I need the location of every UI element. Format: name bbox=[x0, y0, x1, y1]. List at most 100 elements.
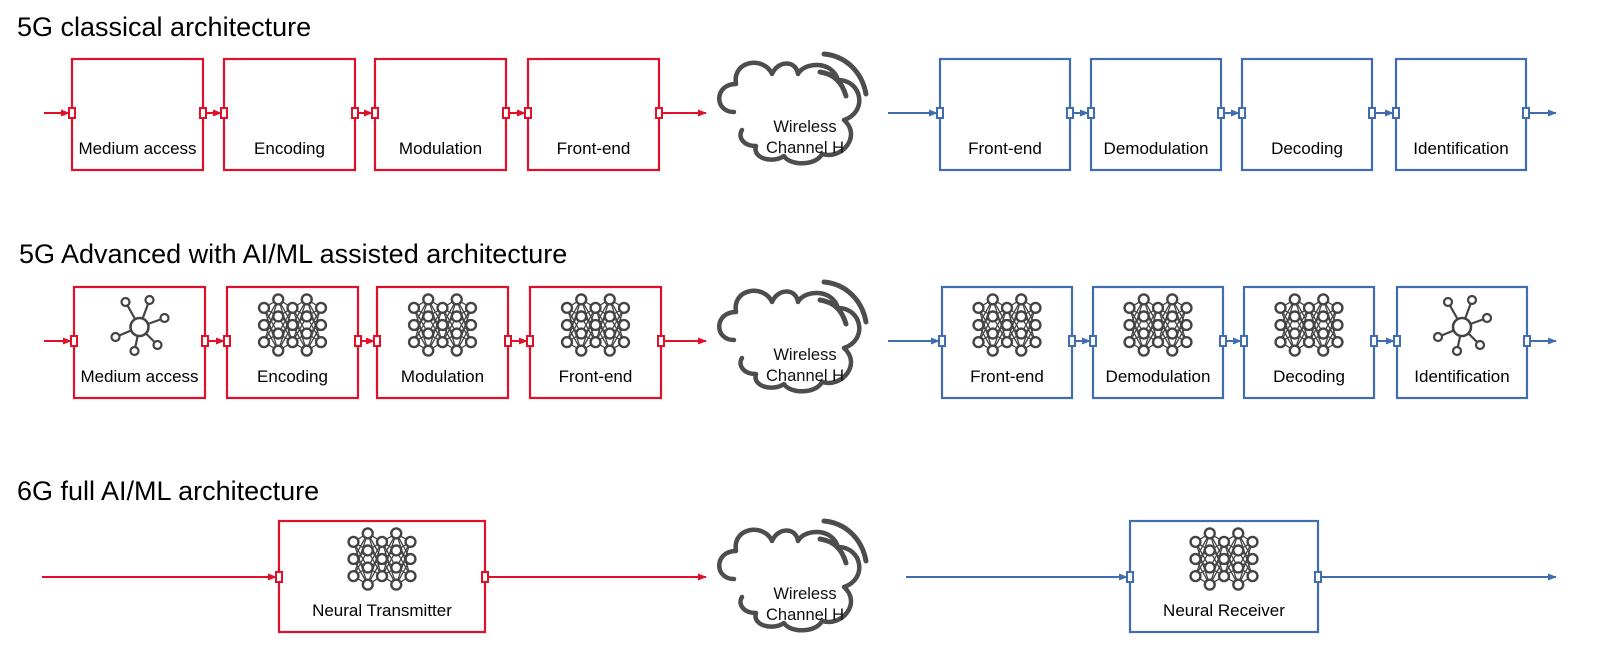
row-title: 5G classical architecture bbox=[17, 12, 311, 42]
output-port bbox=[199, 107, 207, 119]
block-label: Medium access bbox=[80, 367, 198, 386]
cloud-label-line: Channel H bbox=[766, 139, 844, 157]
input-port bbox=[1126, 571, 1134, 583]
wave-outer bbox=[821, 279, 869, 325]
output-port bbox=[504, 335, 512, 347]
input-port bbox=[526, 335, 534, 347]
input-port bbox=[275, 571, 283, 583]
input-port bbox=[1087, 107, 1095, 119]
input-port bbox=[524, 107, 532, 119]
output-port bbox=[1314, 571, 1322, 583]
cloud-outline bbox=[717, 288, 862, 394]
transmitter-block: Modulation bbox=[375, 285, 510, 400]
output-port bbox=[1522, 107, 1530, 119]
output-port bbox=[354, 335, 362, 347]
receiver-block: Neural Receiver bbox=[1128, 519, 1320, 634]
input-port bbox=[1392, 107, 1400, 119]
output-port bbox=[351, 107, 359, 119]
block-frame bbox=[938, 57, 1072, 172]
input-port bbox=[68, 107, 76, 119]
output-port bbox=[1066, 107, 1074, 119]
output-port bbox=[1219, 335, 1227, 347]
transmitter-block: Front-end bbox=[528, 285, 663, 400]
block-frame bbox=[1395, 285, 1529, 400]
receiver-block: Identification bbox=[1394, 57, 1528, 172]
block-label: Front-end bbox=[557, 139, 631, 158]
wave-inner bbox=[817, 297, 849, 327]
transmitter-block: Medium access bbox=[72, 285, 207, 400]
transmitter-block: Front-end bbox=[526, 57, 661, 172]
block-label: Front-end bbox=[968, 139, 1042, 158]
wave-inner bbox=[817, 69, 849, 99]
block-label: Decoding bbox=[1271, 139, 1343, 158]
output-port bbox=[655, 107, 663, 119]
row-title: 6G full AI/ML architecture bbox=[17, 476, 319, 506]
neural-network-icon bbox=[972, 293, 1042, 357]
cloud-label-line: Wireless bbox=[773, 585, 836, 603]
cloud-outline bbox=[717, 60, 862, 166]
transmitter-block: Medium access bbox=[70, 57, 205, 172]
transmitter-block: Neural Transmitter bbox=[277, 519, 487, 634]
block-label: Identification bbox=[1413, 139, 1508, 158]
output-port bbox=[502, 107, 510, 119]
neural-network-icon bbox=[560, 293, 631, 357]
receiver-block: Identification bbox=[1395, 285, 1529, 400]
output-port bbox=[657, 335, 665, 347]
input-port bbox=[371, 107, 379, 119]
block-label: Medium access bbox=[78, 139, 196, 158]
block-label: Modulation bbox=[401, 367, 484, 386]
cloud-outline bbox=[717, 527, 862, 633]
block-label: Identification bbox=[1414, 367, 1509, 386]
block-label: Encoding bbox=[254, 139, 325, 158]
input-port bbox=[938, 335, 946, 347]
input-port bbox=[1240, 335, 1248, 347]
block-label: Encoding bbox=[257, 367, 328, 386]
output-port bbox=[201, 335, 209, 347]
neural-network-icon bbox=[407, 293, 478, 357]
receiver-block: Demodulation bbox=[1089, 57, 1223, 172]
receiver-block: Decoding bbox=[1240, 57, 1374, 172]
input-port bbox=[1238, 107, 1246, 119]
receiver-block: Front-end bbox=[940, 285, 1074, 400]
output-port bbox=[481, 571, 489, 583]
neural-network-icon bbox=[347, 527, 417, 591]
input-port bbox=[1393, 335, 1401, 347]
input-port bbox=[373, 335, 381, 347]
neural-network-icon bbox=[1189, 527, 1259, 591]
block-label: Decoding bbox=[1273, 367, 1345, 386]
input-port bbox=[70, 335, 78, 347]
block-frame bbox=[373, 57, 508, 172]
network-hub-icon bbox=[110, 294, 170, 357]
transmitter-block: Encoding bbox=[222, 57, 357, 172]
output-port bbox=[1217, 107, 1225, 119]
block-frame bbox=[72, 285, 207, 400]
row-title: 5G Advanced with AI/ML assisted architec… bbox=[19, 239, 567, 269]
block-label: Front-end bbox=[559, 367, 633, 386]
receiver-block: Front-end bbox=[938, 57, 1072, 172]
input-port bbox=[220, 107, 228, 119]
block-label: Front-end bbox=[970, 367, 1044, 386]
neural-network-icon bbox=[257, 293, 328, 357]
receiver-block: Decoding bbox=[1242, 285, 1376, 400]
block-label: Demodulation bbox=[1104, 139, 1209, 158]
receiver-block: Demodulation bbox=[1091, 285, 1225, 400]
cloud-label-line: Wireless bbox=[773, 346, 836, 364]
input-port bbox=[223, 335, 231, 347]
transmitter-block: Encoding bbox=[225, 285, 360, 400]
output-port bbox=[1368, 107, 1376, 119]
input-port bbox=[936, 107, 944, 119]
wave-inner bbox=[817, 536, 849, 566]
output-port bbox=[1068, 335, 1076, 347]
block-frame bbox=[1089, 57, 1223, 172]
block-frame bbox=[70, 57, 205, 172]
neural-network-icon bbox=[1274, 293, 1344, 357]
output-port bbox=[1523, 335, 1531, 347]
output-port bbox=[1370, 335, 1378, 347]
cloud-label-line: Wireless bbox=[773, 118, 836, 136]
cloud-label-line: Channel H bbox=[766, 606, 844, 624]
cloud-label-line: Channel H bbox=[766, 367, 844, 385]
transmitter-block: Modulation bbox=[373, 57, 508, 172]
